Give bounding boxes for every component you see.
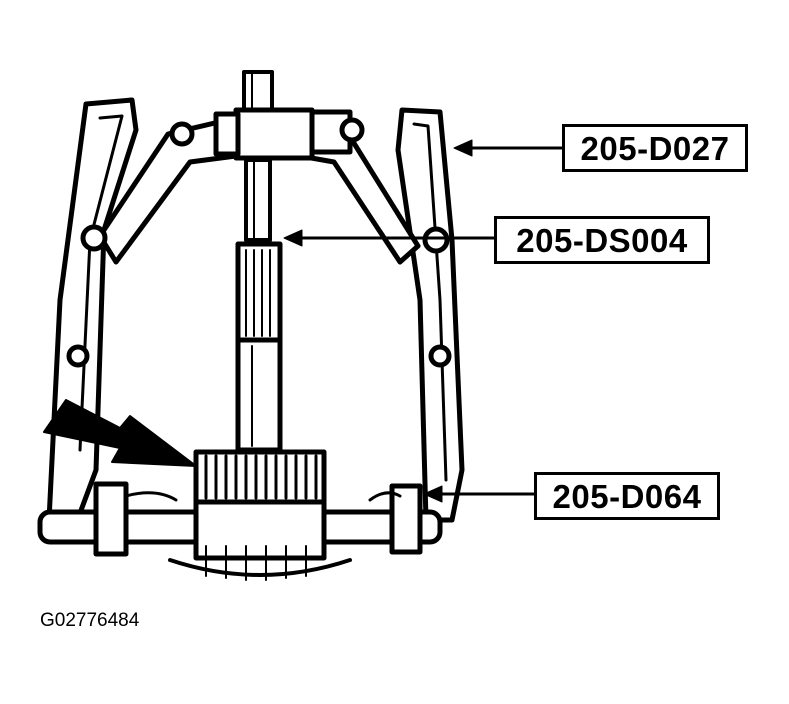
callout-adapter: 205-DS004 <box>494 216 710 264</box>
puller-yoke <box>80 107 450 265</box>
callout-separator-text: 205-D064 <box>552 477 702 515</box>
callout-adapter-text: 205-DS004 <box>516 221 688 259</box>
callout-puller-text: 205-D027 <box>580 129 730 167</box>
callout-separator: 205-D064 <box>534 472 720 520</box>
leader-lines <box>283 139 564 503</box>
right-puller-leg <box>395 107 465 523</box>
pull-direction-arrow <box>43 399 197 467</box>
figure-id: G02776484 <box>40 610 140 631</box>
bearing-separator <box>37 481 443 581</box>
callout-puller: 205-D027 <box>562 124 748 172</box>
left-puller-leg <box>45 97 139 543</box>
output-shaft <box>235 241 283 453</box>
gear <box>193 449 327 505</box>
